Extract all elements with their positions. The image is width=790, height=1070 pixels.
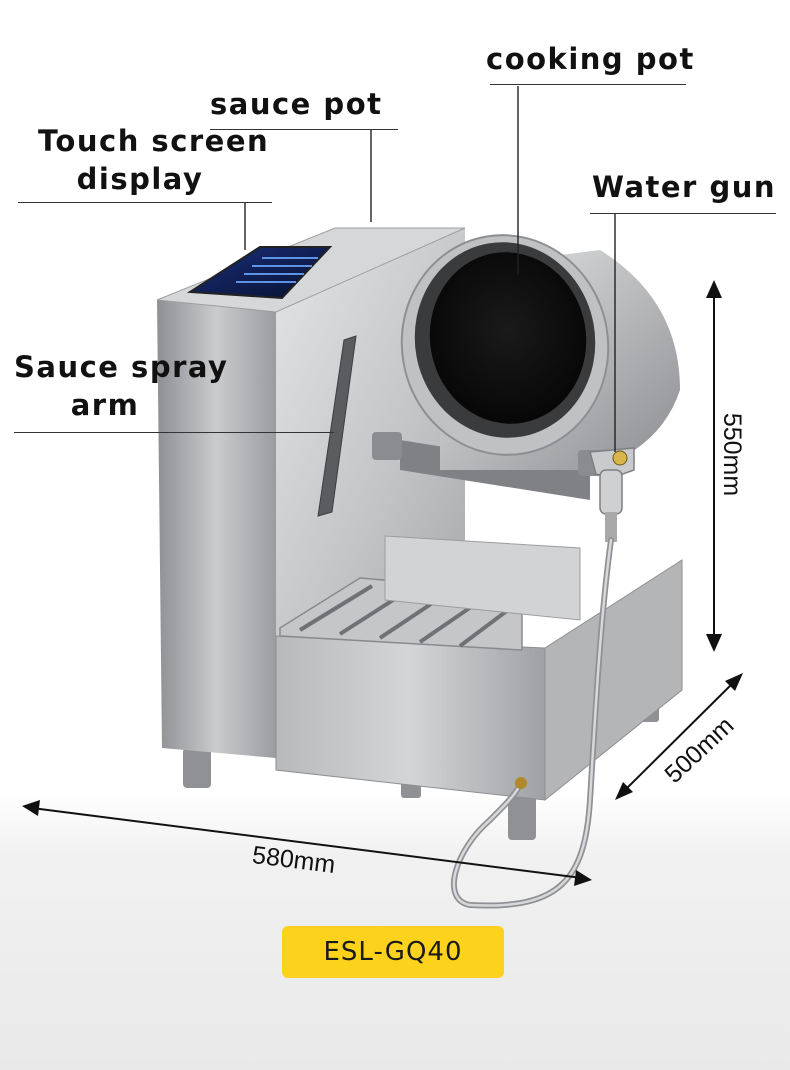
rule-cooking-pot <box>490 84 686 85</box>
label-sauce-pot: sauce pot <box>210 87 383 121</box>
rule-water-gun <box>590 213 776 214</box>
water-gun <box>589 447 635 542</box>
rule-touch-screen <box>18 202 272 203</box>
label-touch-screen: Touch screen display <box>38 122 268 198</box>
label-water-gun: Water gun <box>592 170 777 204</box>
label-touch-screen-line2: display <box>76 162 204 196</box>
base-front <box>275 635 546 801</box>
dimension-arrows <box>22 280 743 886</box>
label-sauce-spray-line2: arm <box>70 388 140 422</box>
dimension-height: 550mm <box>718 412 747 497</box>
touch-screen <box>186 246 333 300</box>
sauce-spray-arm <box>317 335 357 517</box>
label-cooking-pot: cooking pot <box>486 42 695 76</box>
rule-sauce-pot <box>210 129 398 130</box>
label-touch-screen-line1: Touch screen <box>38 124 270 158</box>
label-sauce-spray-line1: Sauce spray <box>14 350 229 384</box>
cooking-pot <box>372 234 680 500</box>
base-side <box>544 559 683 802</box>
left-column-front <box>157 300 276 758</box>
rule-sauce-spray-arm <box>14 432 334 433</box>
label-sauce-spray-arm: Sauce spray arm <box>14 348 229 424</box>
model-badge: ESL-GQ40 <box>282 926 504 978</box>
